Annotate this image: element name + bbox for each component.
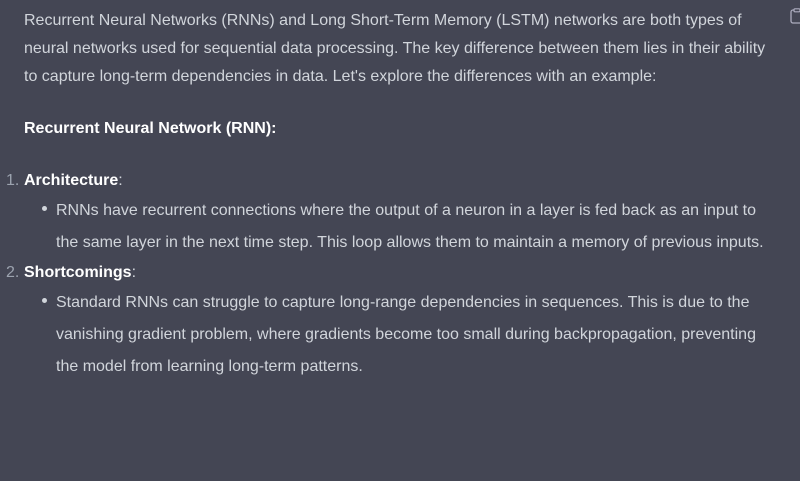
- list-item: 1. Architecture: RNNs have recurrent con…: [6, 167, 784, 259]
- term-suffix: :: [131, 264, 137, 281]
- bullet-item: RNNs have recurrent connections where th…: [24, 195, 766, 259]
- list-number: 2.: [6, 264, 20, 281]
- bullet-list: Standard RNNs can struggle to capture lo…: [24, 287, 784, 383]
- copy-button[interactable]: [790, 8, 800, 24]
- numbered-list: 1. Architecture: RNNs have recurrent con…: [6, 167, 784, 383]
- intro-paragraph: Recurrent Neural Networks (RNNs) and Lon…: [24, 12, 766, 85]
- bullet-list: RNNs have recurrent connections where th…: [24, 195, 784, 259]
- bullet-item: Standard RNNs can struggle to capture lo…: [24, 287, 766, 383]
- assistant-message: Recurrent Neural Networks (RNNs) and Lon…: [6, 7, 784, 383]
- list-item: 2. Shortcomings: Standard RNNs can strug…: [6, 259, 784, 383]
- clipboard-icon: [790, 8, 800, 24]
- term-suffix: :: [118, 172, 123, 189]
- list-term: Shortcomings: [24, 264, 132, 281]
- list-number: 1.: [6, 172, 20, 189]
- list-term: Architecture: [24, 172, 119, 189]
- section-heading: Recurrent Neural Network (RNN):: [24, 120, 277, 137]
